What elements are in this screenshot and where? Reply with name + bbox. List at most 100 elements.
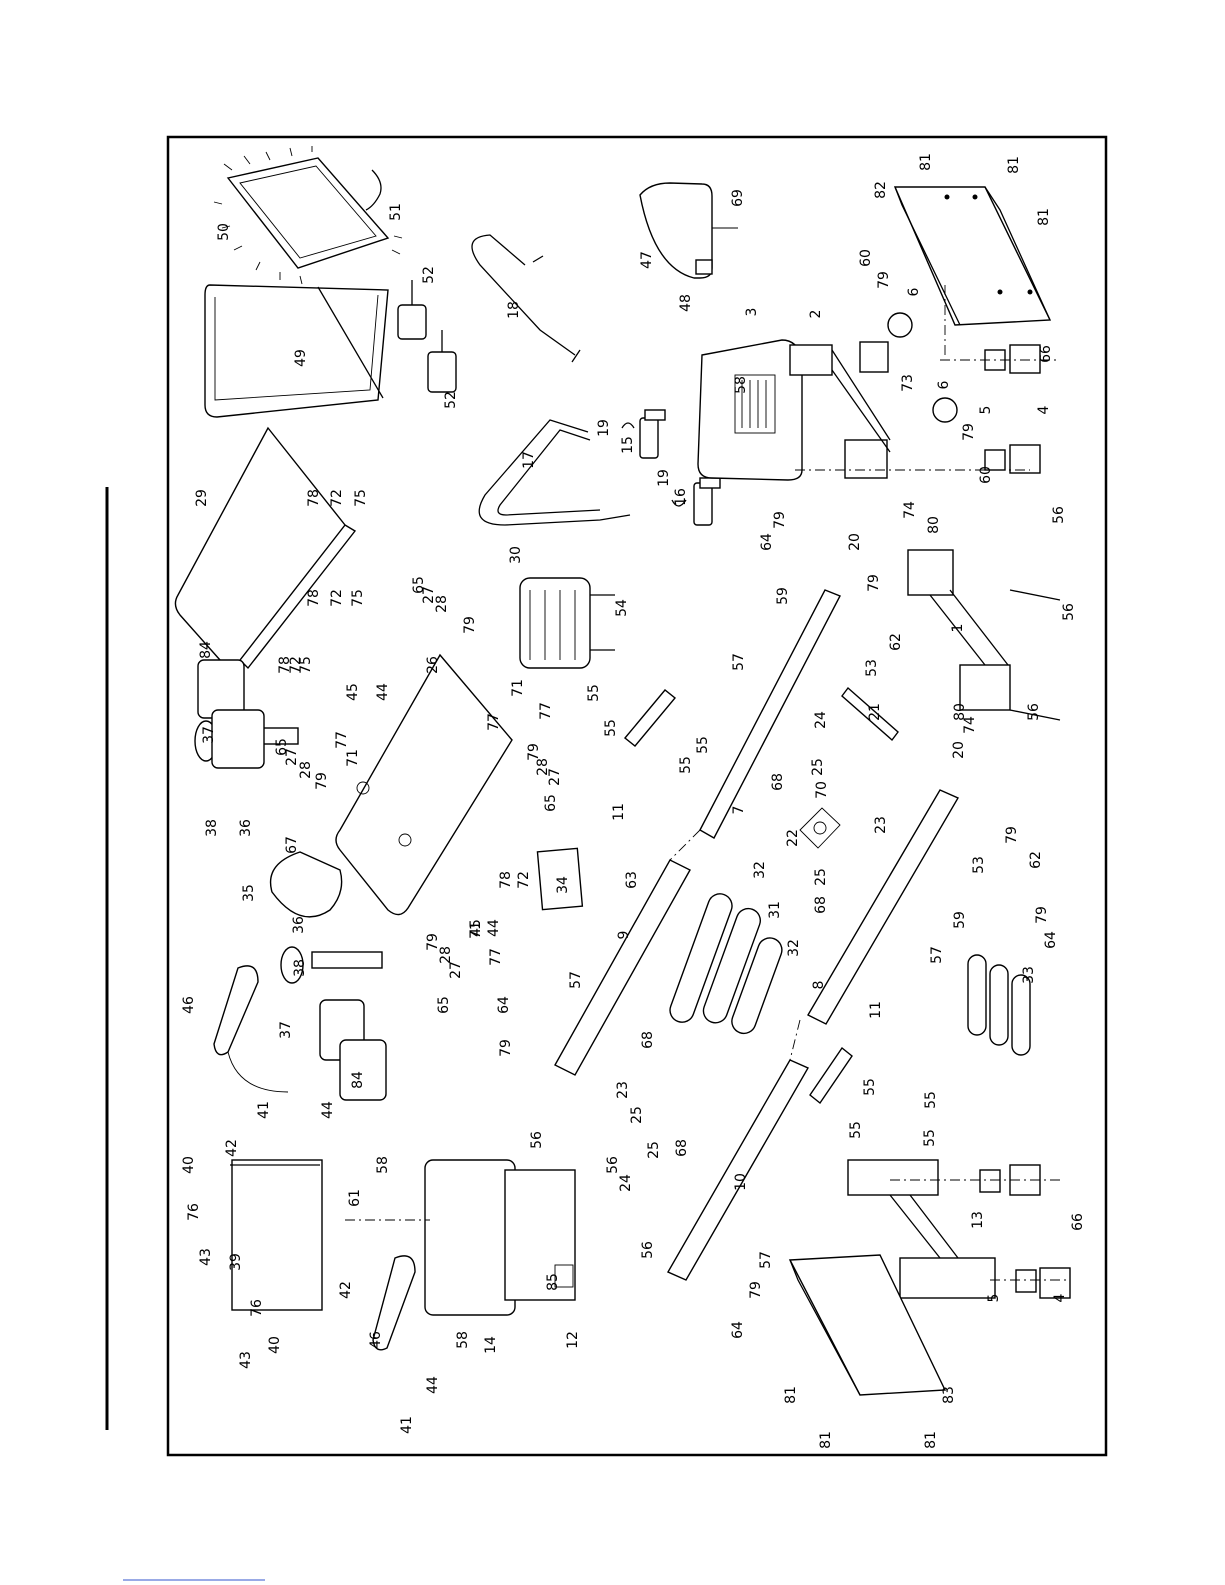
part-label-47: 47 [639, 251, 655, 269]
part-34-bracket [536, 847, 584, 911]
part-label-35: 35 [241, 884, 257, 902]
part-label-71: 71 [510, 679, 526, 697]
part-4-foot-upper [1009, 344, 1041, 374]
part-label-2: 2 [808, 310, 824, 319]
part-label-79: 79 [314, 772, 330, 790]
part-label-80: 80 [926, 516, 942, 534]
part-10-rail [667, 1059, 809, 1281]
part-label-42: 42 [338, 1281, 354, 1299]
part-label-71: 71 [345, 749, 361, 767]
part-label-40: 40 [181, 1156, 197, 1174]
part-label-75: 75 [298, 656, 314, 674]
part-label-56: 56 [1026, 703, 1042, 721]
part-label-3: 3 [744, 308, 760, 317]
part-1-main-frame [907, 549, 1061, 721]
part-label-17: 17 [521, 451, 537, 469]
assembly-line-c [789, 1019, 801, 1061]
part-label-77: 77 [486, 713, 502, 731]
part-label-34: 34 [555, 876, 571, 894]
part-label-72: 72 [516, 871, 532, 889]
part-label-77: 77 [538, 702, 554, 720]
part-label-58: 58 [455, 1331, 471, 1349]
part-label-81: 81 [923, 1431, 939, 1449]
part-label-57: 57 [568, 971, 584, 989]
part-9-rail [554, 859, 691, 1076]
part-label-79: 79 [748, 1281, 764, 1299]
part-label-24: 24 [813, 711, 829, 729]
part-label-78: 78 [498, 871, 514, 889]
part-label-32: 32 [786, 939, 802, 957]
part-label-81: 81 [918, 153, 934, 171]
part-label-57: 57 [929, 946, 945, 964]
part-label-52: 52 [443, 391, 459, 409]
part-label-68: 68 [770, 773, 786, 791]
part-label-20: 20 [951, 741, 967, 759]
part-label-32: 32 [752, 861, 768, 879]
part-label-57: 57 [758, 1251, 774, 1269]
part-50-trampoline-mat [213, 146, 403, 285]
part-7-rail [699, 589, 841, 839]
part-37-weight-upper [211, 709, 265, 769]
part-label-76: 76 [249, 1299, 265, 1317]
part-label-55: 55 [862, 1078, 878, 1096]
part-label-4: 4 [1036, 405, 1052, 414]
part-52-grip-upper [397, 304, 427, 340]
part-label-27: 27 [421, 586, 437, 604]
part-label-29: 29 [194, 489, 210, 507]
part-39-bar [230, 1159, 323, 1311]
part-15-bracket [621, 409, 666, 459]
part-17-bar [478, 419, 631, 526]
part-22-plates [799, 807, 841, 849]
part-label-59: 59 [952, 911, 968, 929]
part-label-76: 76 [186, 1203, 202, 1221]
part-label-60: 60 [978, 466, 994, 484]
part-label-4: 4 [1052, 1293, 1068, 1302]
part-label-27: 27 [284, 748, 300, 766]
part-label-55: 55 [586, 684, 602, 702]
part-label-71: 71 [468, 921, 484, 939]
part-label-70: 70 [814, 781, 830, 799]
part-label-28: 28 [434, 595, 450, 613]
part-label-50: 50 [216, 223, 232, 241]
part-label-63: 63 [624, 871, 640, 889]
part-label-43: 43 [238, 1351, 254, 1369]
part-label-83: 83 [941, 1386, 957, 1404]
part-label-1: 1 [950, 624, 966, 633]
part-82-base-cover [893, 186, 1052, 326]
part-label-18: 18 [506, 301, 522, 319]
part-11-bracket-upper [624, 689, 676, 747]
part-33-tubes [967, 954, 1031, 1056]
part-label-66: 66 [1038, 345, 1054, 363]
part-label-79: 79 [462, 616, 478, 634]
part-4-foot-rear-lower [1039, 1267, 1071, 1299]
part-label-79: 79 [961, 423, 977, 441]
part-label-19: 19 [596, 419, 612, 437]
part-label-16: 16 [673, 488, 689, 506]
part-label-64: 64 [496, 996, 512, 1014]
part-label-46: 46 [368, 1331, 384, 1349]
part-label-74: 74 [962, 716, 978, 734]
part-label-44: 44 [375, 683, 391, 701]
part-label-25: 25 [810, 758, 826, 776]
part-label-72: 72 [329, 589, 345, 607]
part-label-65: 65 [274, 738, 290, 756]
part-label-79: 79 [498, 1039, 514, 1057]
part-label-42: 42 [224, 1139, 240, 1157]
part-label-82: 82 [873, 181, 889, 199]
part-label-20: 20 [847, 533, 863, 551]
part-49-handlebar-frame [204, 284, 389, 418]
part-label-13: 13 [970, 1211, 986, 1229]
part-11-bracket-lower [809, 1046, 853, 1105]
part-21-rail [841, 686, 899, 742]
part-label-72: 72 [288, 656, 304, 674]
part-label-37: 37 [201, 726, 217, 744]
part-label-21: 21 [867, 703, 883, 721]
part-label-79: 79 [876, 271, 892, 289]
part-label-28: 28 [298, 761, 314, 779]
part-label-66: 66 [1070, 1213, 1086, 1231]
part-label-62: 62 [888, 633, 904, 651]
part-14-board [424, 1159, 516, 1316]
part-47-seat-pad [639, 182, 738, 279]
part-label-43: 43 [198, 1248, 214, 1266]
